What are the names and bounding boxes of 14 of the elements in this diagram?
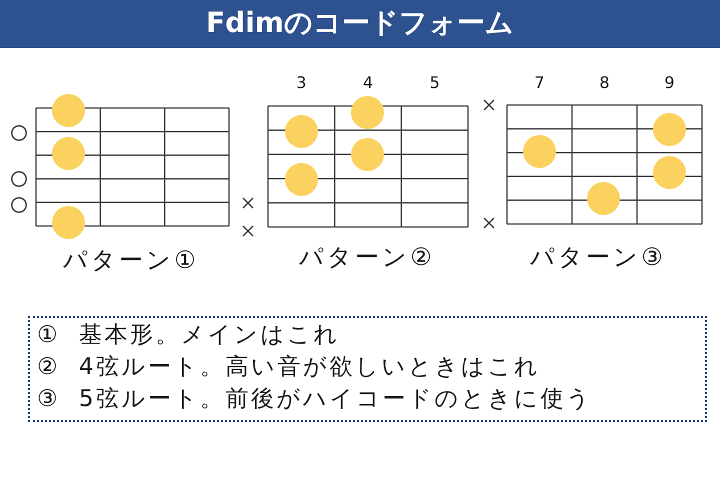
fret-number: 5 bbox=[430, 73, 440, 93]
fret-number: 9 bbox=[664, 73, 675, 93]
chart-caption: パターン① bbox=[63, 245, 199, 275]
note-line: ① 基本形。メインはこれ bbox=[37, 321, 340, 350]
note-line: ③ 5弦ルート。前後がハイコードのときに使う bbox=[37, 385, 593, 414]
note-box bbox=[28, 316, 707, 422]
fret-number: 3 bbox=[296, 73, 306, 93]
chart-caption: パターン② bbox=[299, 242, 435, 272]
title-text: Fdimのコードフォーム bbox=[206, 6, 514, 40]
fret-number: 8 bbox=[599, 73, 610, 93]
chart-caption: パターン③ bbox=[530, 242, 666, 272]
fret-number: 7 bbox=[534, 73, 545, 93]
note-line: ② 4弦ルート。高い音が欲しいときはこれ bbox=[37, 353, 541, 382]
fret-number: 4 bbox=[362, 73, 374, 93]
